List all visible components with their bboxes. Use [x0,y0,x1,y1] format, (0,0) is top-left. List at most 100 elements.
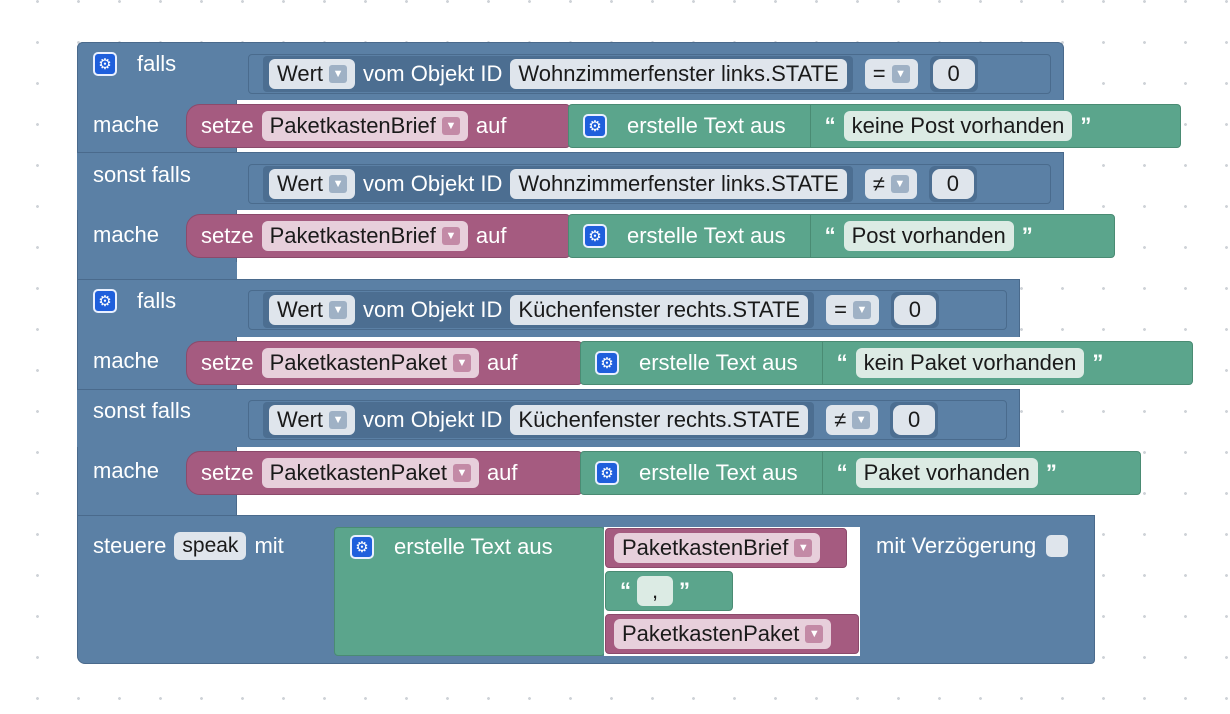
setze-label: setze [201,223,254,248]
wert-dropdown[interactable]: Wert▼ [269,295,356,325]
object-id-field[interactable]: Wohnzimmerfenster links.STATE [510,169,847,199]
close-quote-icon: ” [1045,460,1057,485]
text-join-block[interactable]: ⚙ erstelle Text aus “ kein Paket vorhand… [580,341,1193,385]
variable-dropdown[interactable]: PaketkastenPaket▼ [261,458,479,488]
text-literal-block[interactable]: “ keine Post vorhanden ” [809,105,1092,147]
auf-label: auf [486,350,518,375]
erstelle-text-label: erstelle Text aus [639,350,798,375]
setze-label: setze [201,460,254,485]
mit-label: mit [254,533,284,558]
set-variable-block[interactable]: setze PaketkastenBrief▼ auf [186,214,570,258]
variable-dropdown[interactable]: PaketkastenPaket▼ [614,619,832,649]
dropdown-arrow-icon: ▼ [805,625,824,643]
erstelle-text-label: erstelle Text aus [627,113,786,138]
number-field[interactable]: 0 [893,405,936,435]
steuere-label: steuere [93,533,167,558]
number-field[interactable]: 0 [931,169,974,199]
dropdown-arrow-icon: ▼ [452,464,471,482]
dropdown-arrow-icon: ▼ [441,117,460,135]
set-variable-block[interactable]: setze PaketkastenPaket▼ auf [186,451,582,495]
gear-icon[interactable]: ⚙ [595,351,619,375]
open-quote-icon: “ [824,113,836,138]
object-id-field[interactable]: Küchenfenster rechts.STATE [510,295,809,325]
compare-block[interactable]: Wert▼ vom Objekt ID Küchenfenster rechts… [248,290,1007,330]
auf-label: auf [486,460,518,485]
target-field[interactable]: speak [174,532,247,560]
if-row-2: ⚙ falls [93,287,176,315]
vom-objekt-id-label: vom Objekt ID [363,297,503,322]
gear-icon[interactable]: ⚙ [583,114,607,138]
dropdown-arrow-icon: ▼ [329,301,348,319]
number-field[interactable]: 0 [932,59,975,89]
checkbox-icon[interactable] [1046,535,1069,557]
operator-dropdown[interactable]: ≠▼ [864,169,917,199]
set-variable-block[interactable]: setze PaketkastenBrief▼ auf [186,104,570,148]
operator-dropdown[interactable]: =▼ [826,295,879,325]
compare-block[interactable]: Wert▼ vom Objekt ID Wohnzimmerfenster li… [248,54,1051,94]
object-value-block[interactable]: Wert▼ vom Objekt ID Wohnzimmerfenster li… [263,56,853,92]
object-value-block[interactable]: Wert▼ vom Objekt ID Küchenfenster rechts… [263,292,815,328]
text-field[interactable]: Paket vorhanden [855,458,1038,488]
compare-block[interactable]: Wert▼ vom Objekt ID Wohnzimmerfenster li… [248,164,1051,204]
variable-block[interactable]: PaketkastenBrief▼ [605,528,847,568]
operator-dropdown[interactable]: ≠▼ [826,405,879,435]
open-quote-icon: “ [836,350,848,375]
number-block[interactable]: 0 [928,166,977,202]
mache-label: mache [93,348,160,373]
text-join-block[interactable]: ⚙ erstelle Text aus “ keine Post vorhand… [568,104,1181,148]
open-quote-icon: “ [824,223,836,248]
close-quote-icon: ” [1021,223,1033,248]
variable-block[interactable]: PaketkastenPaket▼ [605,614,859,654]
text-join-block[interactable]: ⚙ erstelle Text aus “ Paket vorhanden ” [580,451,1141,495]
wert-dropdown[interactable]: Wert▼ [269,169,356,199]
gear-icon[interactable]: ⚙ [595,461,619,485]
number-block[interactable]: 0 [890,292,939,328]
text-join-header: ⚙ erstelle Text aus [350,533,553,561]
variable-dropdown[interactable]: PaketkastenBrief▼ [261,221,468,251]
mache-label: mache [93,458,160,483]
object-value-block[interactable]: Wert▼ vom Objekt ID Wohnzimmerfenster li… [263,166,853,202]
variable-dropdown[interactable]: PaketkastenBrief▼ [261,111,468,141]
gear-icon[interactable]: ⚙ [93,52,117,76]
operator-dropdown[interactable]: =▼ [864,59,918,89]
variable-dropdown[interactable]: PaketkastenBrief▼ [614,533,821,563]
mit-verzoegerung-label: mit Verzögerung [876,533,1037,558]
text-field[interactable]: kein Paket vorhanden [855,348,1085,378]
dropdown-arrow-icon: ▼ [329,175,348,193]
text-literal-block[interactable]: “ Post vorhanden ” [809,215,1033,257]
gear-icon[interactable]: ⚙ [350,535,374,559]
gear-icon[interactable]: ⚙ [93,289,117,313]
wert-dropdown[interactable]: Wert▼ [269,59,356,89]
open-quote-icon: “ [836,460,848,485]
erstelle-text-label: erstelle Text aus [639,460,798,485]
text-join-block[interactable]: ⚙ erstelle Text aus “ Post vorhanden ” [568,214,1115,258]
setze-label: setze [201,350,254,375]
erstelle-text-label: erstelle Text aus [394,534,553,559]
dropdown-arrow-icon: ▼ [452,354,471,372]
variable-dropdown[interactable]: PaketkastenPaket▼ [261,348,479,378]
object-id-field[interactable]: Wohnzimmerfenster links.STATE [510,59,847,89]
text-field[interactable]: keine Post vorhanden [843,111,1073,141]
text-join-block[interactable] [334,527,605,656]
text-literal-block[interactable]: “ Paket vorhanden ” [821,452,1057,494]
mache-label: mache [93,112,160,137]
dropdown-arrow-icon: ▼ [329,65,348,83]
text-field[interactable]: , [637,576,673,606]
if-block-1-footer [77,262,237,280]
text-literal-block[interactable]: “ , ” [605,571,733,611]
falls-label: falls [137,51,177,76]
number-block[interactable]: 0 [929,56,978,92]
control-row: steuere speak mit [93,532,284,560]
wert-dropdown[interactable]: Wert▼ [269,405,356,435]
gear-icon[interactable]: ⚙ [583,224,607,248]
text-literal-block[interactable]: “ kein Paket vorhanden ” [821,342,1103,384]
set-variable-block[interactable]: setze PaketkastenPaket▼ auf [186,341,582,385]
compare-block[interactable]: Wert▼ vom Objekt ID Küchenfenster rechts… [248,400,1007,440]
object-value-block[interactable]: Wert▼ vom Objekt ID Küchenfenster rechts… [263,402,815,438]
number-field[interactable]: 0 [893,295,936,325]
text-field[interactable]: Post vorhanden [843,221,1014,251]
number-block[interactable]: 0 [890,402,939,438]
object-id-field[interactable]: Küchenfenster rechts.STATE [510,405,809,435]
setze-label: setze [201,113,254,138]
close-quote-icon: ” [1080,113,1092,138]
